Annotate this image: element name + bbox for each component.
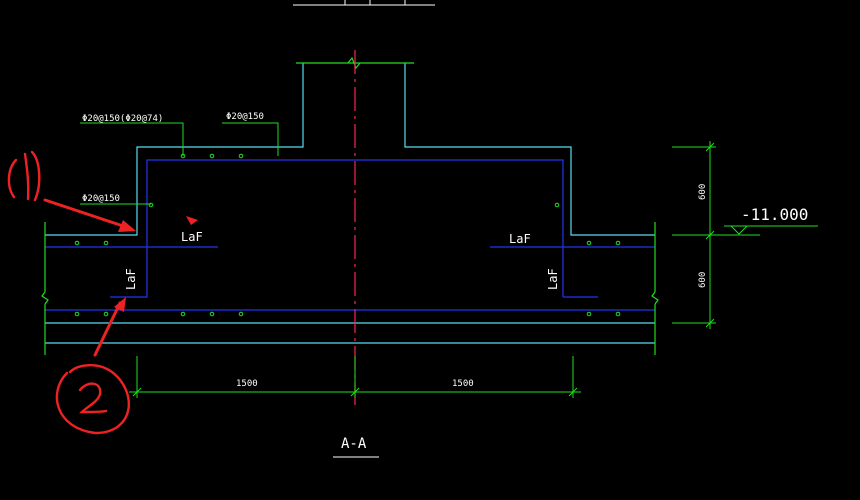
laf-label-left-horizontal: LaF: [181, 230, 203, 244]
concrete-outline: [45, 63, 655, 344]
dimension-right: [672, 141, 760, 329]
annotation-arrowheads: [114, 220, 136, 312]
marker-icon: [186, 216, 198, 225]
annotation-1-icon: [7, 150, 41, 202]
elevation-text: -11.000: [741, 205, 808, 224]
rebar-dots: [74, 153, 621, 317]
rebar-label-top-mid: Φ20@150: [226, 112, 264, 122]
rebar-leaders: [80, 122, 279, 205]
laf-label-right-horizontal: LaF: [509, 232, 531, 246]
dimension-right-text: 1500: [452, 379, 474, 389]
laf-label-left-vertical: LaF: [124, 268, 138, 290]
dimension-left-text: 1500: [236, 379, 258, 389]
annotation-arrows: [43, 198, 128, 357]
annotation-2-icon: [55, 364, 130, 435]
dimension-bottom-text: 600: [698, 272, 708, 288]
rebar-lines: [45, 159, 655, 311]
elevation-mark: [724, 225, 818, 235]
section-title: A-A: [341, 436, 367, 452]
dimension-bottom: [129, 356, 581, 398]
break-lines: [41, 222, 659, 355]
laf-label-right-vertical: LaF: [546, 268, 560, 290]
rebar-label-top-left: Φ20@150(Φ20@74): [82, 114, 163, 124]
top-title-remnant: [293, 0, 435, 6]
dimension-top-text: 600: [698, 184, 708, 200]
rebar-label-left: Φ20@150: [82, 194, 120, 204]
